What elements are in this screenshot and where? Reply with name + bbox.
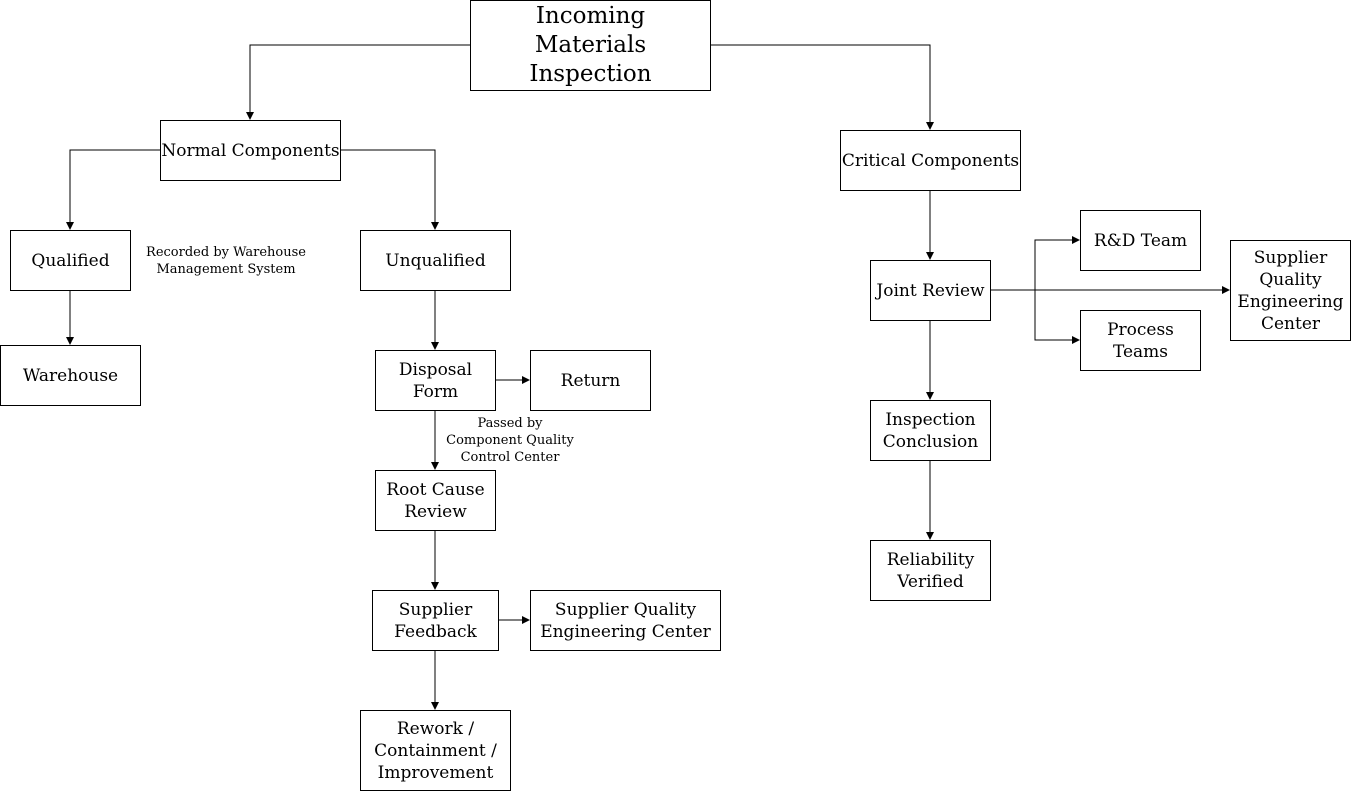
arrow-joint-review-to-rd-team — [1034, 236, 1080, 290]
arrow-joint-review-to-process-teams — [1034, 290, 1080, 344]
supplier-quality-engineering-center-left-node: Supplier Quality Engineering Center — [530, 590, 721, 651]
rd-team-node: R&D Team — [1080, 210, 1201, 271]
warehouse-node: Warehouse — [0, 345, 141, 406]
arrow-inspection-to-normal — [246, 44, 470, 120]
supplier-feedback-node: Supplier Feedback — [372, 590, 499, 651]
quality-control-note: Passed by Component Quality Control Cent… — [446, 416, 574, 465]
disposal-form-node: Disposal Form — [375, 350, 496, 411]
critical-components-node: Critical Components — [840, 130, 1021, 191]
root-cause-review-node: Root Cause Review — [375, 470, 496, 531]
arrow-inspection-to-critical — [710, 44, 934, 130]
reliability-verified-node: Reliability Verified — [870, 540, 991, 601]
incoming-materials-inspection-node: Incoming Materials Inspection — [470, 0, 711, 91]
joint-review-node: Joint Review — [870, 260, 991, 321]
process-teams-node: Process Teams — [1080, 310, 1201, 371]
rework-containment-improvement-node: Rework / Containment / Improvement — [360, 710, 511, 791]
normal-components-node: Normal Components — [160, 120, 341, 181]
supplier-quality-engineering-center-right-node: Supplier Quality Engineering Center — [1230, 240, 1351, 341]
arrow-normal-to-unqualified — [340, 149, 439, 230]
unqualified-node: Unqualified — [360, 230, 511, 291]
warehouse-system-note: Recorded by Warehouse Management System — [146, 245, 306, 277]
arrow-normal-to-qualified — [66, 149, 160, 230]
inspection-conclusion-node: Inspection Conclusion — [870, 400, 991, 461]
qualified-node: Qualified — [10, 230, 131, 291]
return-node: Return — [530, 350, 651, 411]
